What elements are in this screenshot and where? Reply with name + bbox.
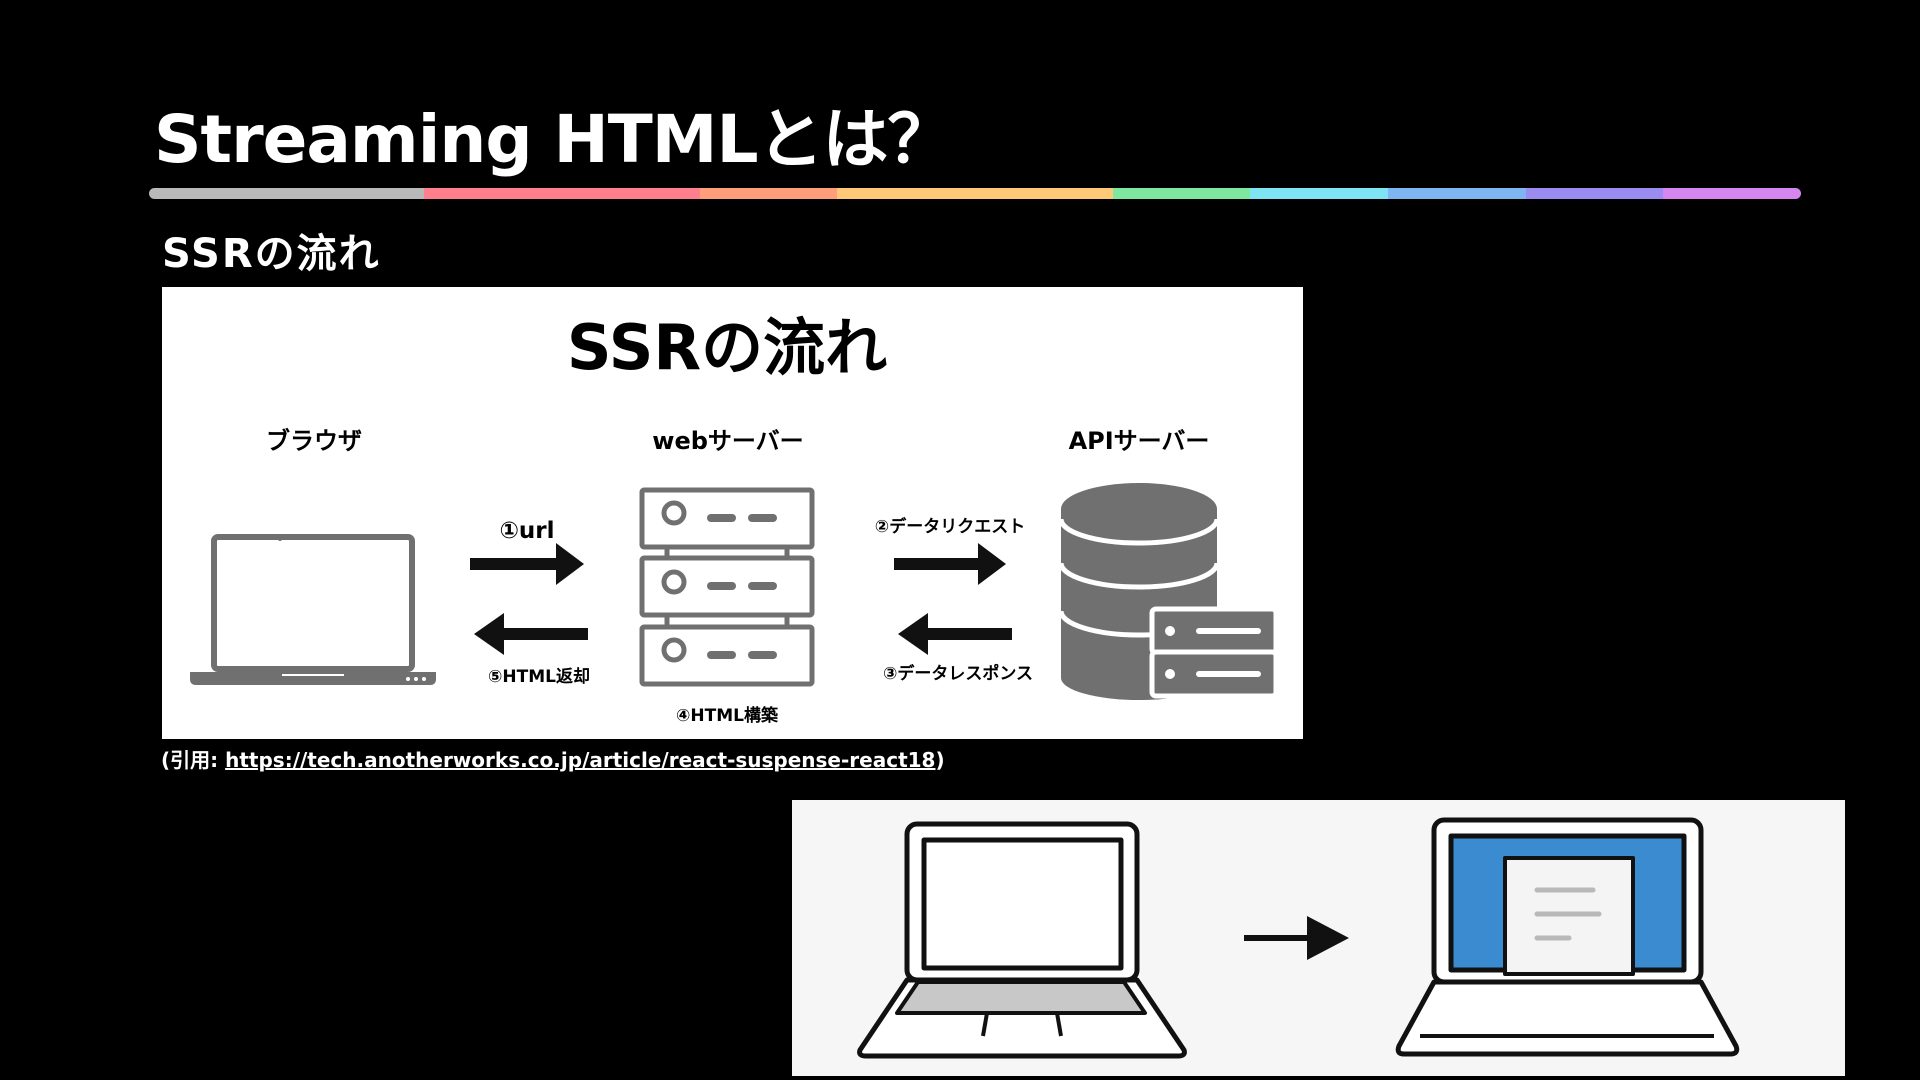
laptop-transition-illustration — [792, 800, 1845, 1076]
web-server-icon — [639, 487, 815, 687]
database-icon — [1058, 483, 1279, 700]
rainbow-segment — [1663, 188, 1801, 199]
blank-laptop-icon — [857, 821, 1187, 1059]
html-return-arrow-icon — [474, 613, 588, 655]
slide-title: Streaming HTMLとは？ — [154, 101, 954, 178]
rainbow-segment — [1388, 188, 1526, 199]
laptop-with-document-icon — [1395, 817, 1740, 1057]
citation-suffix: ) — [935, 748, 945, 772]
web-server-label: webサーバー — [652, 427, 803, 455]
browser-label: ブラウザ — [266, 427, 362, 455]
rainbow-segment — [149, 188, 287, 199]
citation: (引用: https://tech.anotherworks.co.jp/art… — [161, 746, 945, 774]
step3-label: ③データレスポンス — [883, 663, 1033, 684]
section-subtitle: SSRの流れ — [162, 231, 381, 277]
citation-link[interactable]: https://tech.anotherworks.co.jp/article/… — [225, 748, 936, 772]
data-request-arrow-icon — [894, 543, 1006, 585]
citation-prefix: (引用: — [161, 748, 226, 772]
rainbow-segment — [286, 188, 425, 199]
step5-label: ⑤HTML返却 — [488, 666, 590, 687]
right-arrow-icon — [1244, 916, 1349, 960]
rainbow-segment — [699, 188, 838, 199]
rainbow-segment — [1112, 188, 1251, 199]
rainbow-segment — [1525, 188, 1664, 199]
url-request-arrow-icon — [470, 543, 584, 585]
step1-label: ①url — [499, 518, 554, 544]
api-server-label: APIサーバー — [1069, 427, 1210, 455]
ssr-flow-diagram: SSRの流れ ブラウザ webサーバー APIサーバー ①url ⑤HTML返却 — [162, 287, 1303, 739]
diagram-heading: SSRの流れ — [567, 311, 887, 384]
laptop-icon — [190, 534, 436, 685]
step2-label: ②データリクエスト — [875, 516, 1025, 537]
rainbow-segment — [837, 188, 976, 199]
step4-label: ④HTML構築 — [676, 705, 779, 726]
rainbow-segment — [975, 188, 1113, 199]
data-response-arrow-icon — [898, 613, 1012, 655]
rainbow-segment — [562, 188, 700, 199]
rainbow-divider — [149, 188, 1801, 199]
rainbow-segment — [424, 188, 563, 199]
rainbow-segment — [1250, 188, 1389, 199]
